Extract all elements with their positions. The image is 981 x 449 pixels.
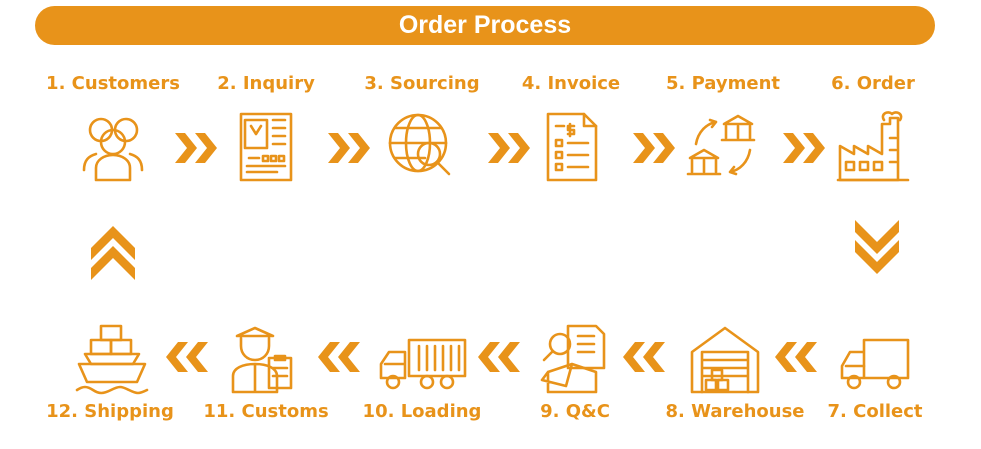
chevron-left-icon: [166, 342, 210, 372]
title-banner: Order Process: [35, 6, 935, 45]
inspection-box-icon: [538, 322, 612, 396]
chevron-up-icon: [91, 220, 135, 280]
customs-officer-icon: [225, 322, 299, 396]
invoice-icon: [534, 110, 608, 184]
step-label: 10. Loading: [362, 401, 482, 422]
chevron-right-icon: [175, 133, 219, 163]
step-label: 9. Q&C: [540, 401, 610, 422]
container-truck-icon: [377, 322, 467, 396]
chevron-left-icon: [623, 342, 667, 372]
step-label: 5. Payment: [665, 73, 781, 94]
chevron-right-icon: [328, 133, 372, 163]
warehouse-icon: [688, 322, 762, 396]
globe-search-icon: [385, 110, 459, 184]
chevron-right-icon: [633, 133, 677, 163]
truck-icon: [838, 322, 912, 396]
chevron-left-icon: [318, 342, 362, 372]
step-label: 4. Invoice: [521, 73, 621, 94]
chevron-right-icon: [488, 133, 532, 163]
step-label: 8. Warehouse: [665, 401, 805, 422]
step-label: 1. Customers: [46, 73, 180, 94]
inquiry-document-icon: [229, 110, 303, 184]
factory-icon: [836, 110, 910, 184]
bank-transfer-icon: [686, 110, 760, 184]
step-label: 11. Customs: [203, 401, 329, 422]
cargo-ship-icon: [75, 322, 149, 396]
customers-icon: [76, 110, 150, 184]
step-label: 12. Shipping: [46, 401, 174, 422]
chevron-right-icon: [783, 133, 827, 163]
chevron-left-icon: [478, 342, 522, 372]
step-label: 7. Collect: [827, 401, 923, 422]
chevron-down-icon: [855, 220, 899, 280]
step-label: 3. Sourcing: [364, 73, 480, 94]
step-label: 6. Order: [831, 73, 915, 94]
diagram-title: Order Process: [398, 11, 572, 39]
chevron-left-icon: [775, 342, 819, 372]
step-label: 2. Inquiry: [217, 73, 315, 94]
